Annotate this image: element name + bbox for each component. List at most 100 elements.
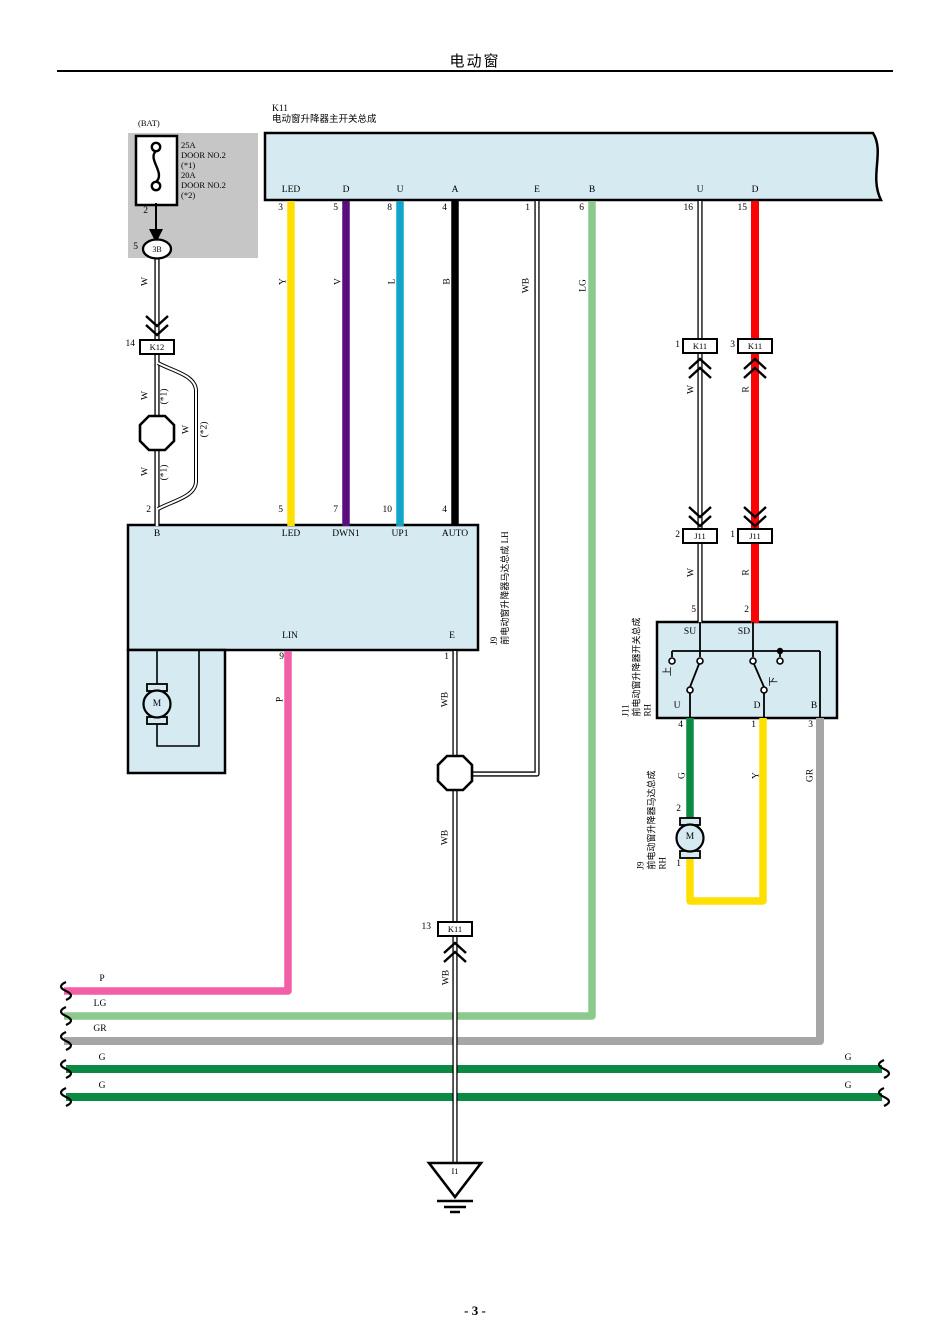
conn-k11w-num: 1 [675, 340, 680, 350]
wire-label-w-r1: W [686, 385, 697, 394]
rhs-up-label: 上 [663, 666, 674, 677]
rh-switch-label: J11 前电动窗升降器开关总成 RH [620, 617, 653, 717]
wire-label-wb3: WB [440, 829, 451, 846]
fuse-circuit-1: DOOR NO.2 [181, 150, 226, 160]
ms-pin-d: D [342, 185, 350, 195]
rhs-pin-u: U [673, 701, 681, 711]
junction-octagon-left [138, 414, 176, 452]
ms-pin-d2: D [751, 185, 759, 195]
connector-j11-r: J11 [737, 528, 773, 544]
splice-num: 5 [133, 242, 138, 252]
lh-pin-e: E [449, 631, 455, 641]
rhs-num-4: 4 [678, 720, 683, 730]
rh-motor-m: M [685, 832, 695, 842]
ms-pin-u: U [396, 185, 404, 195]
w-star2: W [181, 425, 192, 434]
wire-label-g-rh: G [677, 772, 688, 779]
lh-motor-symbol [142, 651, 200, 747]
wire-label-wb2: WB [440, 691, 451, 708]
ground-symbol [426, 1161, 484, 1214]
lh-motor-m: M [152, 699, 162, 709]
star2: (*2) [199, 421, 210, 438]
page-title: 电动窗 [449, 54, 501, 70]
connector-chevrons [145, 315, 767, 963]
conn-j11r-num: 1 [730, 530, 735, 540]
wire-gr [64, 718, 824, 1045]
rh-motor-label: J9 前电动窗升降器马达总成 RH [635, 770, 668, 870]
wire-label-r-r2: R [741, 569, 752, 576]
wire-label-gr-v: GR [805, 768, 816, 783]
ground-label: I1 [451, 1166, 459, 1176]
ms-num-4: 4 [442, 203, 447, 213]
rhs-pin-sd: SD [737, 627, 751, 637]
wire-label-p: P [275, 696, 286, 703]
bw-label-g2l: G [98, 1081, 106, 1091]
lh-pin-up1: UP1 [391, 529, 409, 539]
connector-j11-w: J11 [682, 528, 718, 544]
ms-num-1: 1 [525, 203, 530, 213]
lh-pin-b: B [153, 529, 161, 539]
rh-switch-block [655, 620, 839, 720]
w-star1-upper: W [140, 391, 151, 400]
splice-oval [141, 238, 173, 260]
fuse-symbol [150, 141, 162, 192]
rhs-pin-b: B [810, 701, 818, 711]
fuse-rating-1: 25A [181, 140, 196, 150]
conn-j11w-num: 2 [675, 530, 680, 540]
wire-label-wb1: WB [521, 277, 532, 294]
ms-pin-led: LED [281, 185, 301, 195]
lh-motor-subbox [126, 648, 227, 775]
connector-k11-wb: K11 [437, 921, 473, 937]
ms-num-16: 16 [683, 203, 694, 213]
battery-panel [128, 133, 258, 258]
wire-label-v: V [333, 278, 344, 285]
ms-num-6: 6 [579, 203, 584, 213]
rh-switch-internals [668, 622, 821, 718]
rhs-num-2: 2 [744, 605, 749, 615]
lh-pin-led: LED [281, 529, 301, 539]
ms-pin-b: B [588, 185, 596, 195]
wire-label-w-left: W [140, 277, 151, 286]
star1-upper: (*1) [159, 388, 170, 405]
rhm-num-2: 2 [676, 804, 681, 814]
lh-num-9: 9 [279, 652, 284, 662]
wire-label-y: Y [278, 278, 289, 285]
bw-label-g1l: G [98, 1053, 106, 1063]
rhs-pin-d: D [753, 701, 761, 711]
wire-label-l: L [387, 278, 398, 285]
fuse-circuit-2: DOOR NO.2 [181, 180, 226, 190]
ms-pin-a: A [451, 185, 459, 195]
ms-pin-u2: U [696, 185, 704, 195]
ms-num-3: 3 [278, 203, 283, 213]
conn-k11r-num: 3 [730, 340, 735, 350]
colored-wires [64, 201, 882, 1101]
lh-num-4: 4 [442, 505, 447, 515]
main-switch-block [263, 131, 884, 202]
ms-num-15: 15 [737, 203, 748, 213]
wire-label-r-r1: R [741, 386, 752, 393]
bw-label-g2r: G [844, 1081, 852, 1091]
ms-pin-e: E [534, 185, 540, 195]
lh-num-1: 1 [444, 652, 449, 662]
rh-motor-symbol [675, 817, 705, 859]
main-switch-name: 电动窗升降器主开关总成 [272, 115, 377, 125]
lh-pin-dwn1: DWN1 [332, 529, 360, 539]
bw-label-p: P [99, 974, 105, 984]
wire-label-y-rh: Y [751, 772, 762, 779]
wire-label-w-r2: W [686, 568, 697, 577]
wire-p [64, 651, 292, 995]
connector-k11-w: K11 [682, 338, 718, 354]
star1-lower: (*1) [159, 464, 170, 481]
wire-label-lg: LG [578, 279, 589, 292]
bat-label: (BAT) [138, 118, 160, 128]
lh-pin-lin: LIN [282, 631, 298, 641]
rhs-num-3: 3 [808, 720, 813, 730]
ms-num-8: 8 [387, 203, 392, 213]
page-number: - 3 - [464, 1303, 486, 1318]
fuse-variant-1: (*1) [181, 160, 196, 170]
lh-num-10: 10 [382, 505, 393, 515]
conn14-num: 14 [125, 339, 136, 349]
bw-label-lg: LG [93, 999, 107, 1009]
